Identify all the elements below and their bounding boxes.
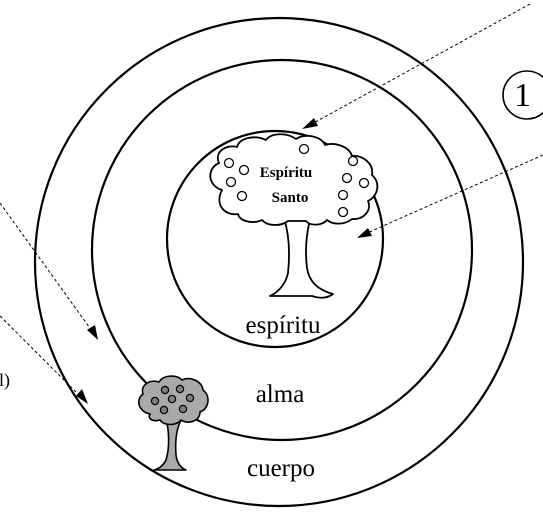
large-tree-fruit bbox=[337, 206, 349, 218]
large-tree-fruit bbox=[223, 157, 235, 169]
holy-spirit-label-line1: Espíritu bbox=[260, 165, 313, 181]
small-tree-trunk bbox=[153, 417, 187, 471]
arrow-left-upper bbox=[0, 202, 98, 340]
spirit-label: espíritu bbox=[246, 312, 321, 339]
large-tree-icon: Espíritu Santo bbox=[209, 133, 379, 299]
corner-number: 1 bbox=[514, 77, 531, 114]
small-tree-fruit bbox=[160, 385, 170, 395]
large-tree-crown bbox=[209, 133, 379, 226]
corner-number-circle bbox=[502, 70, 543, 120]
holy-spirit-label-line2: Santo bbox=[272, 190, 309, 206]
large-tree-fruit bbox=[341, 172, 353, 184]
large-tree-fruit bbox=[337, 189, 349, 201]
middle-ring-soul bbox=[90, 58, 474, 442]
large-tree-fruit bbox=[298, 143, 310, 155]
small-tree-fruit bbox=[159, 405, 169, 415]
large-tree-fruit bbox=[347, 155, 359, 167]
large-tree-fruit bbox=[358, 177, 370, 189]
large-tree-fruit bbox=[238, 164, 250, 176]
inner-ring-spirit bbox=[165, 129, 385, 349]
large-tree-fruit bbox=[236, 190, 248, 202]
small-tree-fruit bbox=[150, 396, 160, 406]
small-tree-fruit bbox=[178, 404, 188, 414]
small-tree-fruit bbox=[185, 393, 195, 403]
body-label: cuerpo bbox=[247, 455, 315, 482]
left-cut-label: l) bbox=[0, 370, 10, 391]
soul-label: alma bbox=[256, 381, 305, 408]
arrow-top-right bbox=[302, 3, 531, 129]
arrow-left-lower bbox=[0, 315, 88, 404]
outer-ring-body bbox=[33, 16, 525, 508]
small-tree-fruit bbox=[167, 394, 177, 404]
small-tree-fruit bbox=[175, 384, 185, 394]
small-tree-icon bbox=[138, 375, 209, 471]
large-tree-trunk bbox=[269, 217, 334, 299]
large-tree-fruit bbox=[225, 176, 237, 188]
arrow-right bbox=[357, 154, 543, 238]
